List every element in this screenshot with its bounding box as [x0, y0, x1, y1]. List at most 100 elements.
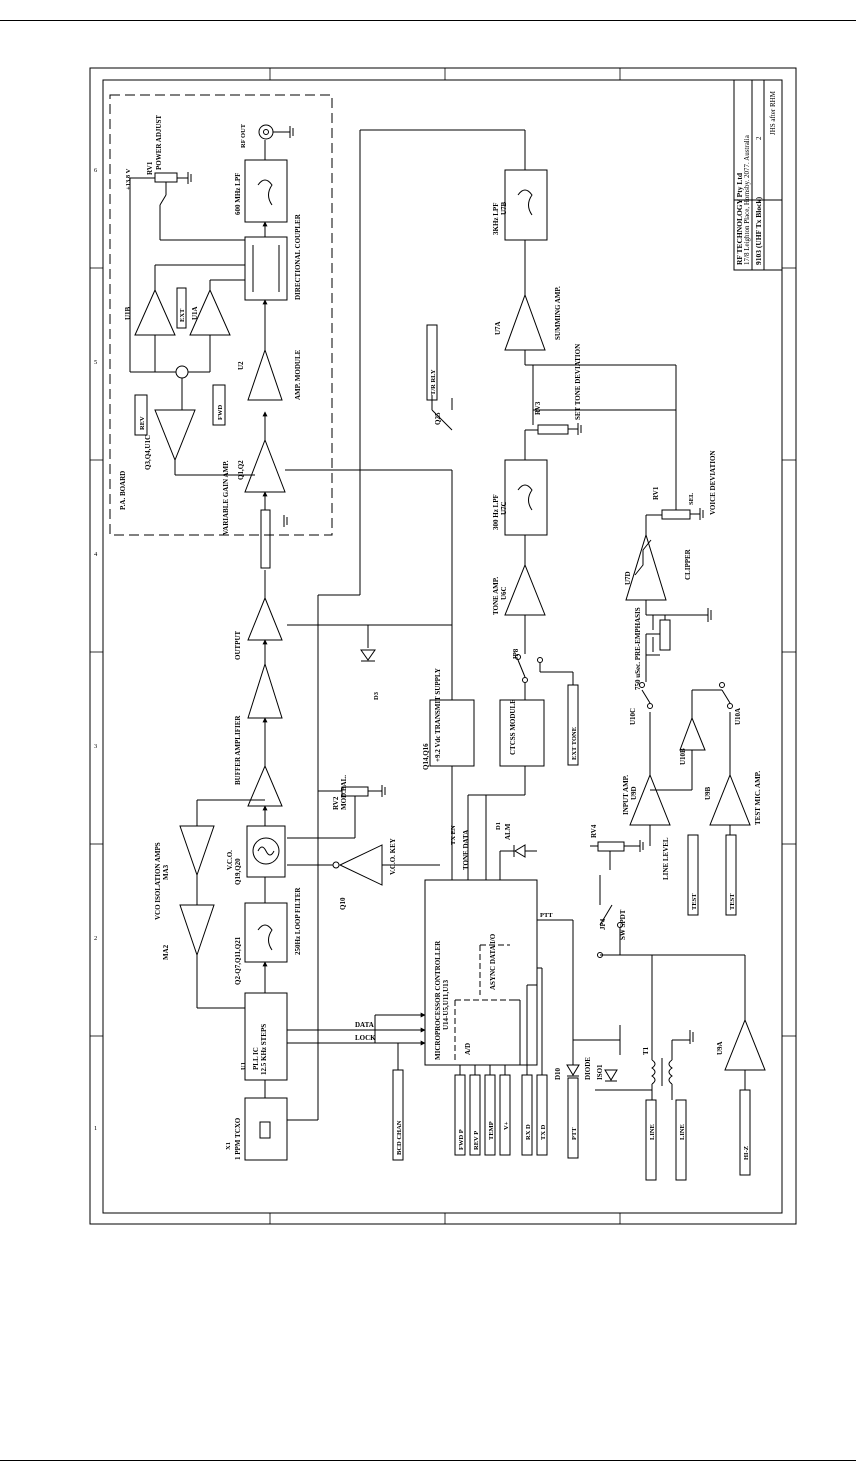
loop-filter-block [244, 902, 288, 963]
label-fwd: FWD [217, 405, 224, 420]
label-amp-module: AMP. MODULE [294, 349, 302, 400]
label-q25: Q25 [434, 412, 442, 425]
top-rule [0, 20, 856, 21]
label-rv1: RV1 [146, 161, 154, 175]
label-rv1-desc: POWER ADJUST [155, 115, 163, 170]
ma2-amp [179, 904, 215, 957]
label-u7d: U7D [624, 571, 632, 585]
label-voice-dev: VOICE DEVIATION [709, 451, 717, 516]
label-supply: +13.8 V [125, 168, 132, 190]
label-hi-z: HI-Z [743, 1146, 750, 1160]
label-tx-en: TX EN [450, 825, 457, 845]
ext-tone-input [567, 684, 579, 766]
zone-4: 4 [94, 551, 98, 558]
title-company: RF TECHNOLOGY Pty Ltd [735, 172, 744, 265]
label-ext: EXT [179, 308, 186, 322]
label-u1b: U1B [124, 306, 132, 320]
label-preemph: 750 uSec. PRE-EMPHASIS [634, 607, 642, 690]
label-test2: TEST [729, 893, 736, 910]
label-u2: U2 [237, 361, 245, 370]
label-fwd-p: FWD P [458, 1129, 465, 1150]
q3-amp [154, 409, 196, 462]
lpf-600 [244, 159, 288, 223]
label-pll-step: 12.5 KHz STEPS [260, 1024, 268, 1075]
label-rly: T/R RLY [430, 369, 437, 395]
label-u10c: U10C [629, 708, 637, 725]
summing-amp [504, 293, 546, 351]
label-lock: LOCK [355, 1034, 376, 1042]
label-ptt-in: PTT [571, 1127, 578, 1140]
label-rv3: RV3 [534, 401, 542, 415]
label-tcxo: 1 PPM TCXO [234, 1117, 242, 1160]
directional-coupler [244, 236, 288, 301]
label-mcu-ics: U14-U5,U11,U13 [442, 979, 450, 1030]
label-txd: TX D [540, 1124, 547, 1140]
u1b-comparator [134, 288, 176, 336]
title-drawn: JHS after RHM [769, 90, 777, 135]
label-u7c: U7C [500, 501, 508, 515]
label-q1q2: Q1,Q2 [237, 460, 245, 480]
label-output: OUTPUT [234, 631, 242, 661]
label-ma2: MA2 [162, 944, 170, 960]
title-block: RF TECHNOLOGY Pty Ltd 17/8 Leighton Plac… [733, 79, 783, 271]
label-d1: D1 [495, 822, 502, 830]
vga-amp [244, 438, 286, 493]
vco-block [246, 825, 286, 878]
input-vplus [499, 1074, 511, 1156]
zone-6: 6 [94, 167, 98, 174]
amp-module [247, 348, 283, 401]
label-q10: Q10 [339, 897, 347, 910]
label-line1: LINE [649, 1124, 656, 1140]
label-rv4: RV4 [590, 824, 598, 838]
label-d3: D3 [373, 691, 380, 700]
title-sheet: 2 [755, 136, 763, 140]
label-lpf3k: 3KHz LPF [492, 203, 500, 235]
label-u9b: U9B [704, 786, 712, 800]
zone-3: 3 [94, 743, 97, 750]
label-lpf300: 300 Hz LPF [492, 494, 500, 530]
label-buffer: BUFFER AMPLIFIER [234, 715, 242, 785]
test-input-1 [687, 834, 699, 916]
label-sel: SEL [688, 492, 695, 505]
label-u7a: U7A [494, 321, 502, 335]
label-u10b: U10B [679, 748, 687, 765]
line-input-1 [645, 1099, 657, 1181]
label-pll: PLL IC [252, 1047, 260, 1070]
label-u9d: U9D [630, 786, 638, 800]
hi-z-input [739, 1089, 751, 1176]
input-temp [484, 1074, 496, 1156]
title-address: 17/8 Leighton Place, Hornsby. 2077. Aust… [743, 134, 751, 265]
zone-1: 1 [94, 1125, 97, 1132]
label-ptt: PTT [540, 912, 553, 919]
label-clipper: CLIPPER [684, 548, 692, 580]
label-line-level: LINE LEVEL [662, 837, 670, 880]
sheet-frame-inner [102, 79, 783, 1214]
label-q3: Q3,Q4,U1C [144, 435, 152, 470]
label-summing: SUMMING AMP. [554, 286, 562, 340]
label-mcu: MICROPROCESSOR CONTROLLER [434, 940, 442, 1060]
label-u1a: U1A [191, 306, 199, 320]
label-u1: U1 [240, 1062, 247, 1070]
zone-2: 2 [94, 935, 97, 942]
label-pa-board: P.A. BOARD [119, 471, 127, 510]
microprocessor-block [424, 879, 538, 1066]
label-tone-data: TONE DATA [462, 830, 470, 870]
label-coupler: DIRECTIONAL COUPLER [294, 213, 302, 300]
u9b-test-amp [709, 773, 751, 826]
label-temp: TEMP [488, 1121, 495, 1140]
clipper-amp [625, 533, 667, 601]
label-rv2-desc: MOD.BAL. [340, 775, 348, 810]
label-test1: TEST [691, 893, 698, 910]
label-d10: D10 [554, 1067, 562, 1080]
label-input-amp: INPUT AMP. [622, 775, 630, 815]
buffer-amp-2 [247, 662, 283, 719]
line-input-2 [675, 1099, 687, 1181]
label-lpf600: 600 MHz LPF [234, 173, 242, 215]
label-jp4: JP4 [599, 918, 607, 930]
label-test-mic: TEST MIC. AMP. [754, 771, 762, 825]
lpf-300 [504, 459, 548, 536]
label-vco: V.C.O. [226, 850, 234, 870]
label-diode: DIODE [584, 1057, 592, 1080]
ma3-amp [179, 825, 215, 877]
